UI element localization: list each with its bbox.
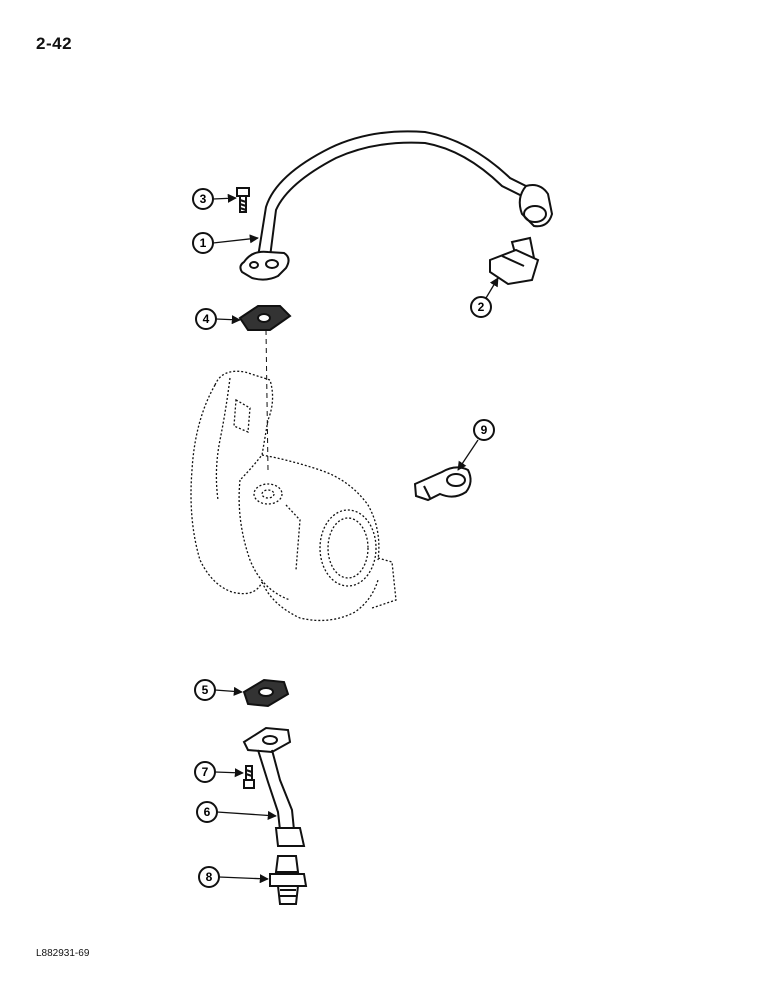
figure-code: L882931-69	[36, 948, 90, 959]
callout-2-label: 2	[478, 300, 485, 314]
callout-1-label: 1	[200, 236, 207, 250]
bolt-top	[236, 187, 250, 213]
callout-8: 8	[198, 866, 269, 888]
callout-9: 9	[457, 419, 495, 471]
gasket-top	[238, 305, 292, 331]
callout-4-label: 4	[203, 312, 210, 326]
callout-8-label: 8	[206, 870, 213, 884]
callout-3-label: 3	[200, 192, 207, 206]
adapter-fitting	[269, 855, 308, 905]
turbocharger-outline	[190, 370, 397, 622]
oil-supply-tube	[239, 130, 554, 281]
callout-6-label: 6	[204, 805, 211, 819]
callout-2: 2	[470, 277, 499, 318]
callout-6: 6	[196, 801, 277, 823]
elbow-fitting	[489, 236, 540, 286]
clamp	[413, 466, 472, 502]
callout-5: 5	[194, 679, 243, 701]
callout-1: 1	[192, 232, 259, 254]
page-number: 2-42	[36, 34, 73, 53]
drain-tube	[242, 726, 306, 847]
bolt-bottom	[243, 765, 255, 789]
callout-5-label: 5	[202, 683, 209, 697]
callout-9-label: 9	[481, 423, 488, 437]
alignment-line	[265, 329, 269, 471]
callout-7: 7	[194, 761, 244, 783]
callout-7-label: 7	[202, 765, 209, 779]
callout-3: 3	[192, 188, 237, 210]
callout-4: 4	[195, 308, 241, 330]
gasket-bottom	[242, 678, 290, 708]
